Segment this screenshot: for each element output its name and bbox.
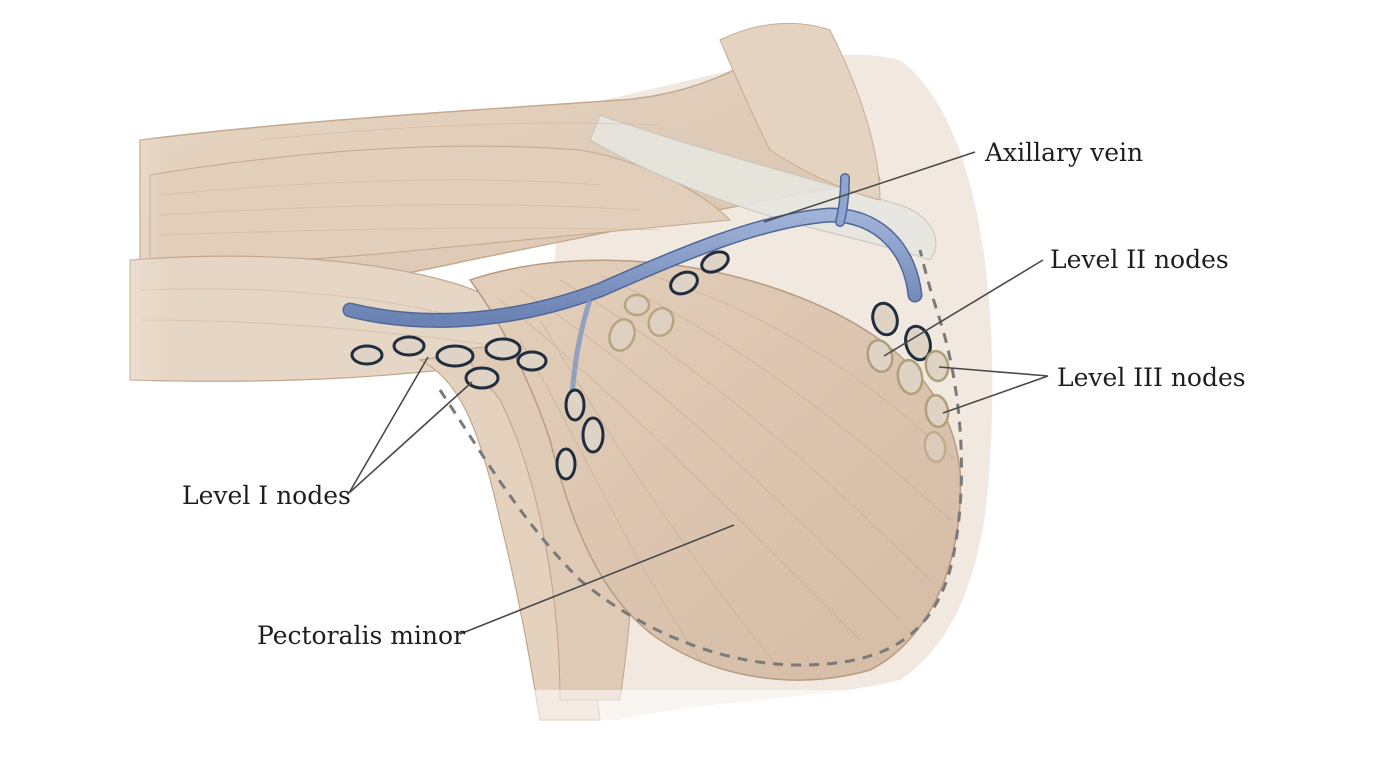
level-i-node-group bbox=[350, 335, 605, 481]
axillary-vein bbox=[342, 173, 923, 396]
level-i-leader-2 bbox=[348, 381, 473, 494]
level-iii-leader-1 bbox=[938, 366, 1049, 377]
label-pectoralis-minor: Pectoralis minor bbox=[257, 621, 466, 650]
pectoralis-minor-leader bbox=[459, 524, 735, 635]
level-ii-leader bbox=[883, 259, 1044, 357]
axillary-vein-leader bbox=[763, 151, 976, 223]
label-axillary-vein: Axillary vein bbox=[985, 138, 1144, 167]
label-level-ii-nodes: Level II nodes bbox=[1050, 245, 1229, 274]
level-i-leader-1 bbox=[348, 356, 429, 494]
dashed-boundary bbox=[438, 249, 963, 667]
level-iii-leader-2 bbox=[942, 375, 1049, 414]
leader-lines bbox=[348, 151, 1049, 635]
level-iii-node-group bbox=[866, 338, 950, 464]
label-level-iii-nodes: Level III nodes bbox=[1057, 363, 1246, 392]
label-level-i-nodes: Level I nodes bbox=[182, 481, 351, 510]
level-ii-node-group bbox=[608, 250, 932, 362]
